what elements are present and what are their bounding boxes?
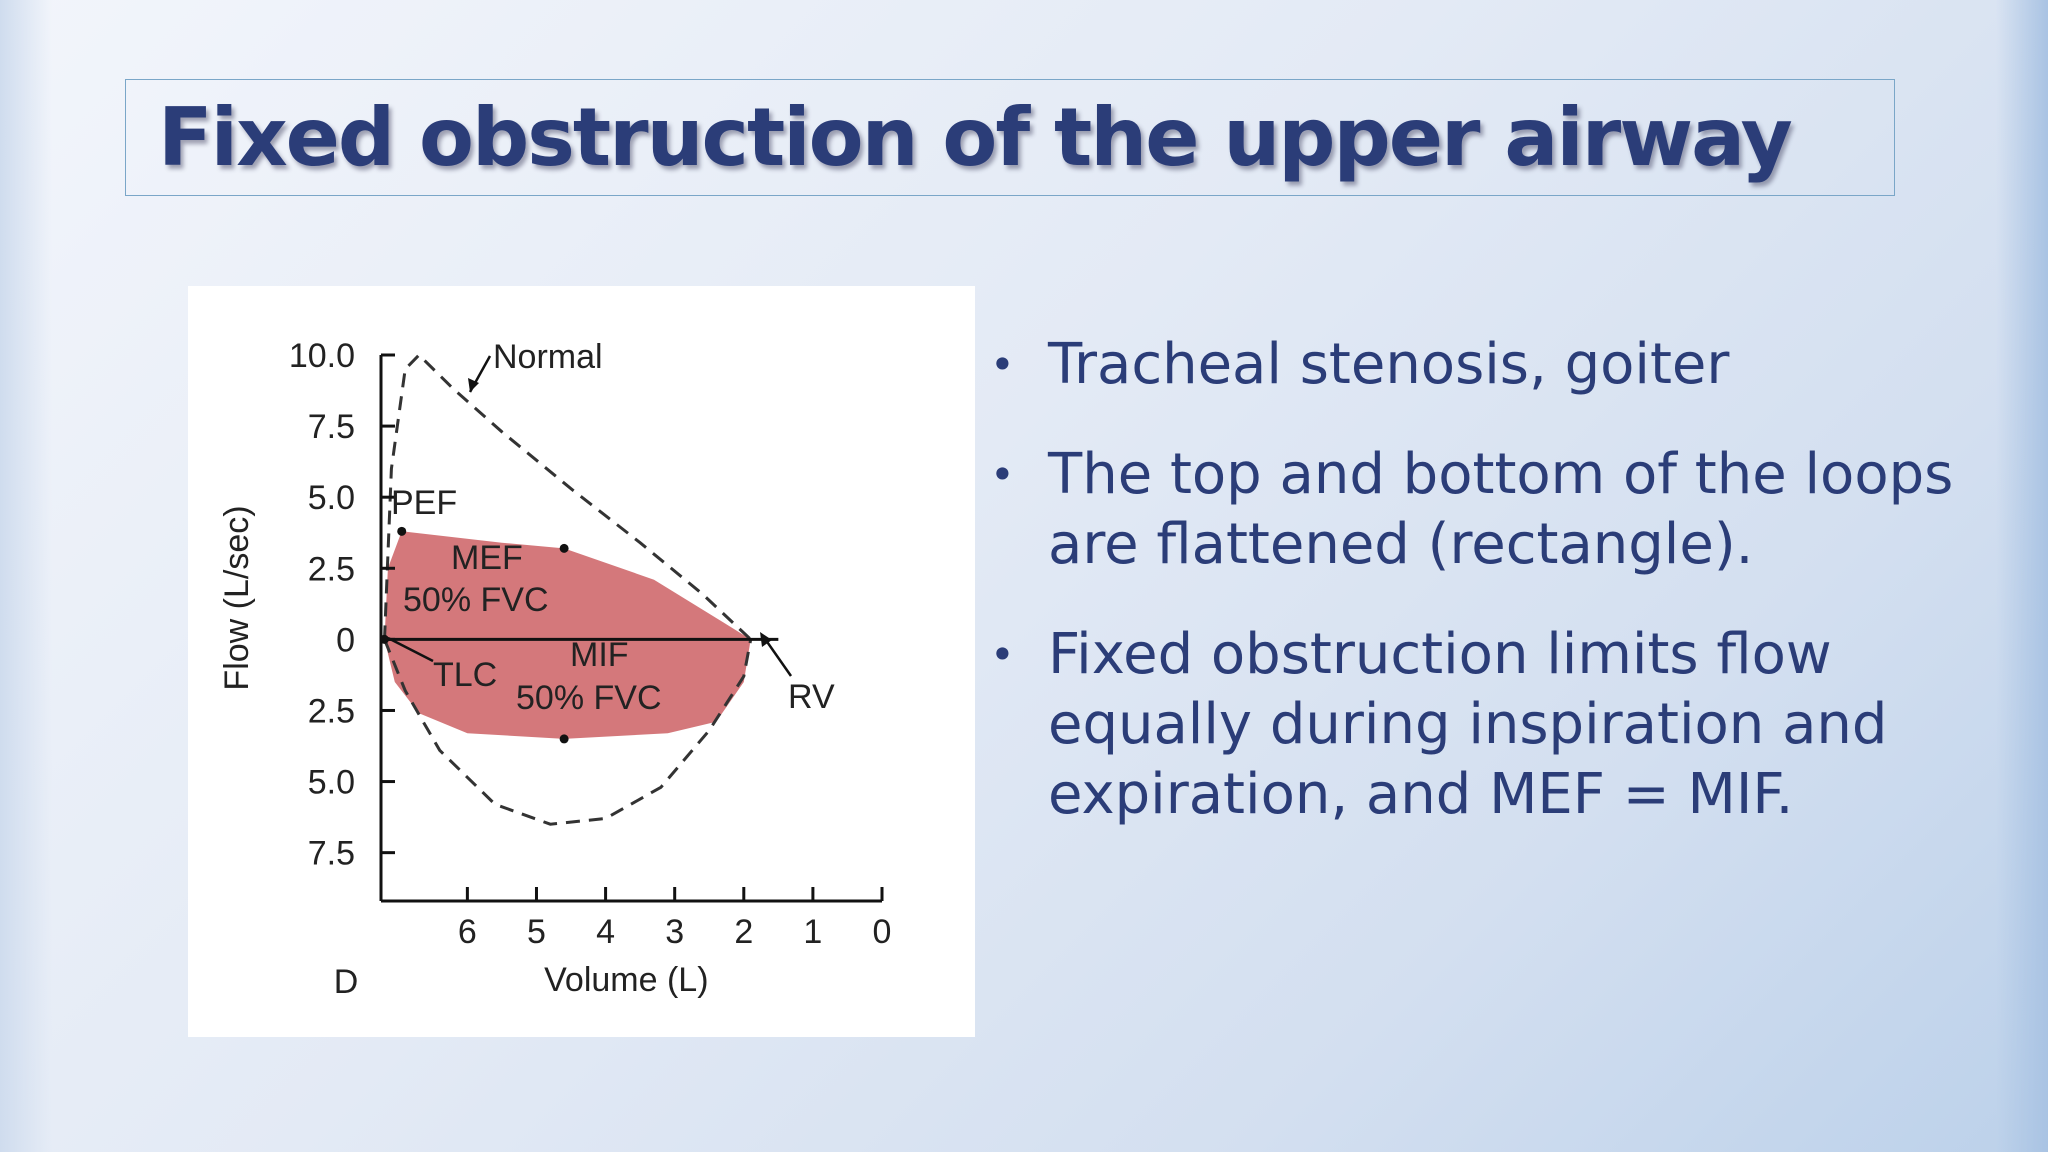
slide-right-shade bbox=[1996, 0, 2048, 1152]
y-tick-label: 2.5 bbox=[308, 550, 355, 588]
annotation-mef: MEF bbox=[451, 539, 523, 577]
annotation-tlc: TLC bbox=[433, 656, 497, 694]
x-tick-label: 1 bbox=[803, 913, 822, 951]
bullet-text: The top and bottom of the loops are flat… bbox=[1048, 442, 1954, 577]
annotation-normal: Normal bbox=[493, 338, 603, 376]
panel-label: D bbox=[334, 963, 359, 1001]
y-tick-label: 7.5 bbox=[308, 835, 355, 873]
slide-title: Fixed obstruction of the upper airway bbox=[158, 91, 1793, 184]
normal-loop-expiration bbox=[383, 352, 752, 641]
y-tick-label: 10.0 bbox=[289, 337, 355, 375]
point-mif bbox=[559, 734, 569, 744]
y-tick-label: 7.5 bbox=[308, 408, 355, 446]
tlc-pointer-line bbox=[387, 636, 434, 663]
annotation-mif-fvc: 50% FVC bbox=[516, 679, 662, 717]
loops-layer bbox=[383, 352, 753, 826]
y-tick-label: 2.5 bbox=[308, 692, 355, 730]
x-tick-label: 4 bbox=[596, 913, 615, 951]
points-layer bbox=[379, 526, 569, 744]
y-tick-label: 5.0 bbox=[308, 479, 355, 517]
annotation-mif: MIF bbox=[570, 636, 629, 674]
y-tick-label: 0 bbox=[336, 621, 355, 659]
x-axis-label: Volume (L) bbox=[544, 961, 708, 999]
bullet-dot: • bbox=[990, 450, 1015, 499]
normal-pointer-arrowhead bbox=[468, 378, 479, 392]
rv-pointer-arrowhead bbox=[760, 632, 772, 647]
x-tick-label: 3 bbox=[665, 913, 684, 951]
obstructed-loop bbox=[384, 531, 751, 739]
bullet-item: • Fixed obstruction limits flow equally d… bbox=[990, 620, 1990, 830]
bullet-text: Tracheal stenosis, goiter bbox=[1048, 332, 1730, 397]
bullet-list: • Tracheal stenosis, goiter • The top and … bbox=[990, 330, 1990, 870]
bullet-item: • Tracheal stenosis, goiter bbox=[990, 330, 1990, 400]
normal-loop-inspiration bbox=[383, 638, 753, 826]
flow-volume-figure: 10.0 7.5 5.0 2.5 0 2.5 5.0 7.5 6 5 4 3 2 1 0 Flow (L/s… bbox=[188, 286, 975, 1037]
bullet-dot: • bbox=[990, 630, 1015, 679]
bullet-item: • The top and bottom of the loops are fla… bbox=[990, 440, 1990, 580]
title-frame: Fixed obstruction of the upper airway bbox=[125, 79, 1895, 196]
x-tick-label: 5 bbox=[527, 913, 546, 951]
annotation-rv: RV bbox=[788, 678, 835, 716]
point-mef bbox=[559, 543, 569, 553]
bullet-text: Fixed obstruction limits flow equally du… bbox=[1048, 622, 1888, 827]
x-tick-label: 2 bbox=[734, 913, 753, 951]
bullet-dot: • bbox=[990, 340, 1015, 389]
slide-left-shade bbox=[0, 0, 52, 1152]
annotation-pef: PEF bbox=[391, 484, 457, 522]
y-axis-label: Flow (L/sec) bbox=[218, 505, 256, 690]
x-tick-label: 0 bbox=[873, 913, 892, 951]
point-tlc bbox=[379, 634, 389, 644]
y-tick-label: 5.0 bbox=[308, 764, 355, 802]
flow-volume-chart: 10.0 7.5 5.0 2.5 0 2.5 5.0 7.5 6 5 4 3 2 1 0 Flow (L/s… bbox=[218, 337, 892, 1001]
axes-layer bbox=[379, 355, 882, 903]
x-tick-label: 6 bbox=[458, 913, 477, 951]
point-pef bbox=[397, 526, 407, 536]
annotation-mef-fvc: 50% FVC bbox=[403, 581, 549, 619]
